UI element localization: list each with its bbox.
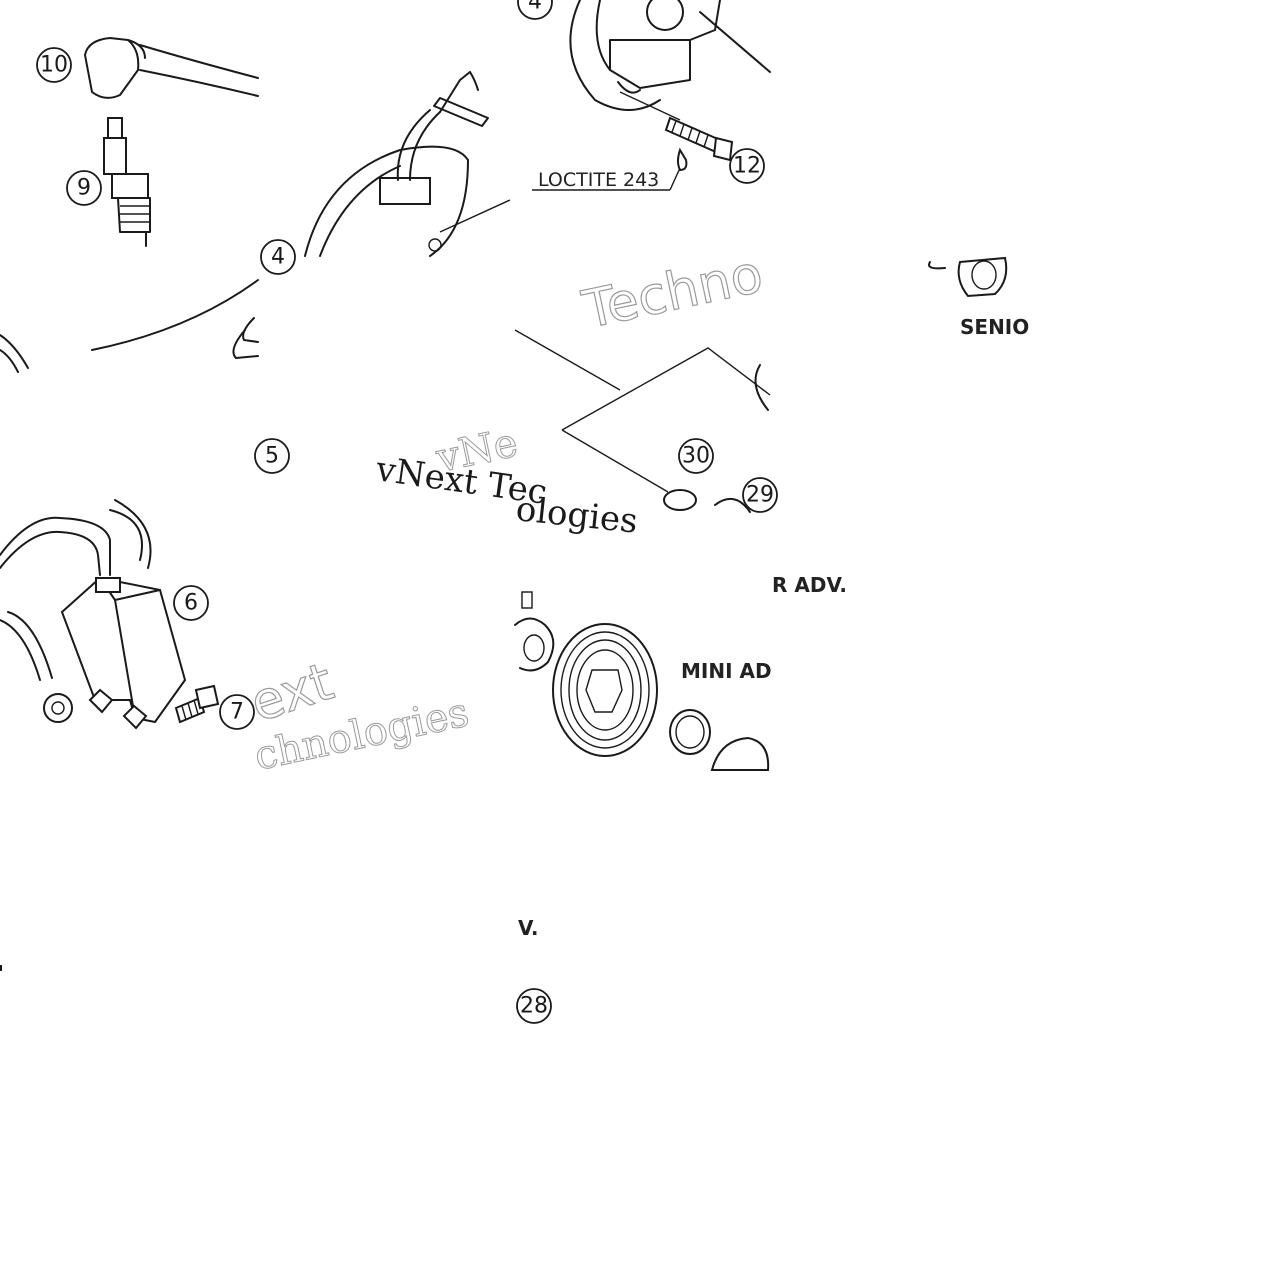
senior-label: SENIO xyxy=(960,315,1029,339)
mounting-plate xyxy=(514,329,771,513)
r-adv-label: R ADV. xyxy=(772,573,847,597)
loctite-leader xyxy=(532,167,681,191)
screw-12 xyxy=(619,91,734,172)
callout-4b: 4 xyxy=(517,0,553,20)
flywheel xyxy=(569,0,771,111)
svg-text:4: 4 xyxy=(528,0,542,15)
svg-text:7: 7 xyxy=(230,700,244,725)
callout-6: 6 xyxy=(173,585,209,621)
edge-mark xyxy=(0,965,2,971)
svg-text:12: 12 xyxy=(733,154,761,179)
svg-text:4: 4 xyxy=(271,245,285,270)
callout-30: 30 xyxy=(678,438,714,474)
svg-text:9: 9 xyxy=(77,176,91,201)
nut xyxy=(928,256,1008,298)
svg-text:30: 30 xyxy=(682,444,710,469)
ignition-coil xyxy=(0,499,187,730)
watermark-ologies: ologies xyxy=(514,489,640,542)
callout-5: 5 xyxy=(254,438,290,474)
svg-text:10: 10 xyxy=(40,53,68,78)
callout-12: 12 xyxy=(729,148,765,184)
screw-7 xyxy=(174,684,220,724)
mini-adv-label: MINI AD xyxy=(681,659,772,683)
svg-text:29: 29 xyxy=(746,483,774,508)
callout-4a: 4 xyxy=(260,239,296,275)
callout-28: 28 xyxy=(516,988,552,1024)
callout-10: 10 xyxy=(36,47,72,83)
svg-text:5: 5 xyxy=(265,444,279,469)
stator-plate xyxy=(304,71,511,257)
ignition-wires xyxy=(0,279,259,373)
spark-plug-cap xyxy=(84,37,259,99)
spark-plug xyxy=(103,117,151,247)
loctite-label: LOCTITE 243 xyxy=(538,169,659,191)
v-adv-label: V. xyxy=(518,916,539,940)
callout-9: 9 xyxy=(66,170,102,206)
pulley-assembly xyxy=(514,591,770,771)
svg-text:6: 6 xyxy=(184,591,198,616)
callout-7: 7 xyxy=(219,694,255,730)
watermark-techno: Techno xyxy=(577,244,768,341)
svg-text:28: 28 xyxy=(520,994,548,1019)
callout-29: 29 xyxy=(742,477,778,513)
